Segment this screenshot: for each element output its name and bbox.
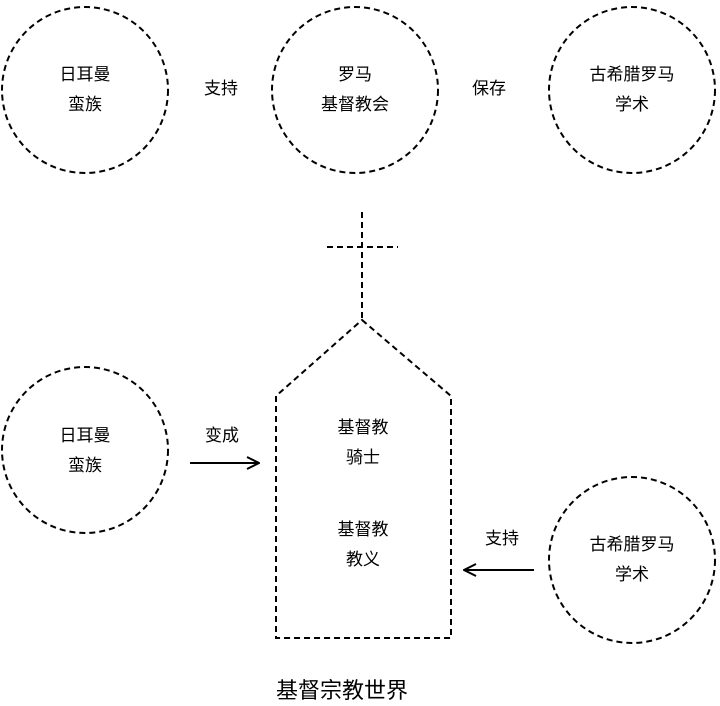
- bottom-right-circle-line1: 古希腊罗马: [589, 535, 675, 555]
- bottom-right-circle-line2: 学术: [615, 565, 649, 585]
- bottom-left-circle-text: 日耳曼 蛮族: [25, 421, 145, 481]
- church-block1-line2: 骑士: [346, 448, 380, 468]
- top-center-circle-text: 罗马 基督教会: [285, 60, 425, 120]
- bottom-right-circle: [548, 476, 716, 644]
- bottom-left-circle-line1: 日耳曼: [59, 426, 111, 446]
- top-right-circle: [548, 6, 716, 174]
- top-center-circle: [271, 6, 439, 174]
- diagram-caption: 基督宗教世界: [276, 679, 409, 704]
- bottom-left-circle: [1, 366, 169, 534]
- top-right-label: 保存: [472, 79, 506, 99]
- top-right-circle-line1: 古希腊罗马: [589, 65, 675, 85]
- bottom-right-arrow-label: 支持: [485, 529, 519, 549]
- bottom-left-circle-line2: 蛮族: [68, 456, 102, 476]
- church-block2: 基督教 教义: [303, 515, 423, 575]
- bottom-left-arrow-label: 变成: [205, 426, 239, 446]
- church-block2-line1: 基督教: [337, 520, 389, 540]
- church-block1: 基督教 骑士: [303, 413, 423, 473]
- top-right-circle-line2: 学术: [615, 95, 649, 115]
- top-center-circle-line2: 基督教会: [321, 95, 389, 115]
- top-left-circle: [1, 6, 169, 174]
- church-block1-line1: 基督教: [337, 418, 389, 438]
- church-block2-line2: 教义: [346, 550, 380, 570]
- top-left-label: 支持: [204, 79, 238, 99]
- top-center-circle-line1: 罗马: [338, 65, 372, 85]
- top-right-circle-text: 古希腊罗马 学术: [562, 60, 702, 120]
- top-left-circle-line1: 日耳曼: [59, 65, 111, 85]
- top-left-circle-line2: 蛮族: [68, 95, 102, 115]
- bottom-right-circle-text: 古希腊罗马 学术: [562, 530, 702, 590]
- church-outline: [275, 318, 452, 639]
- top-left-circle-text: 日耳曼 蛮族: [25, 60, 145, 120]
